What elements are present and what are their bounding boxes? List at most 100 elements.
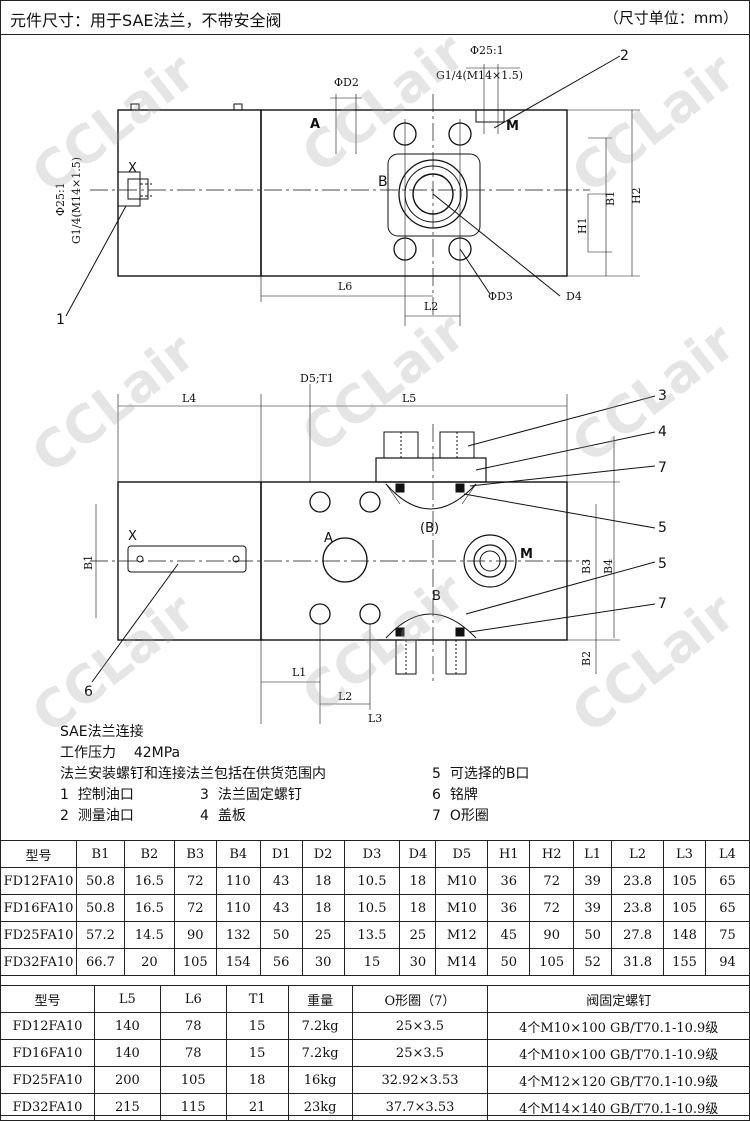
- table-header-cell: T1: [225, 985, 289, 1013]
- table-header-cell: 阀固定螺钉: [487, 985, 750, 1013]
- table-cell: 36: [487, 894, 531, 922]
- table-cell: FD25FA10: [0, 1066, 95, 1094]
- legend-item-6: 6 铭牌: [432, 785, 529, 806]
- label-X: X: [128, 161, 137, 176]
- table-cell: 18: [225, 1066, 289, 1094]
- legend-text: 铭牌: [449, 787, 478, 803]
- label-L1: L1: [292, 666, 306, 679]
- label-H1: H1: [576, 217, 589, 234]
- legend-middle: 3 法兰固定螺钉 4 盖板: [200, 785, 302, 827]
- label-L4: L4: [182, 392, 196, 405]
- table-header-cell: L4: [704, 840, 750, 868]
- legend-text: 4: [200, 808, 209, 824]
- table-cell: 23.8: [611, 894, 665, 922]
- table-cell: 10.5: [343, 894, 401, 922]
- table-cell: 18: [301, 867, 345, 895]
- label-X-bottom: X: [128, 529, 137, 544]
- table-cell: 4个M10×100 GB/T70.1-10.9级: [487, 1039, 750, 1067]
- legend-text: 1: [60, 787, 69, 803]
- label-D5T1: D5;T1: [300, 372, 334, 385]
- table-cell: 105: [663, 867, 706, 895]
- label-phiD3: ΦD3: [488, 290, 513, 303]
- legend-text: 3: [200, 787, 209, 803]
- table-cell: 18: [399, 894, 437, 922]
- legend-item-1: 1 控制油口: [60, 785, 326, 806]
- table-cell: 72: [173, 894, 217, 922]
- table-cell: 32.92×3.53: [351, 1066, 489, 1094]
- label-B3: B3: [580, 559, 593, 574]
- legend-text: 盖板: [217, 808, 246, 824]
- table-cell: 7.2kg: [287, 1012, 353, 1040]
- table-header-cell: B2: [123, 840, 175, 868]
- label-A-bottom: A: [324, 531, 333, 546]
- note-connection: SAE法兰连接: [60, 724, 144, 740]
- table-cell: 36: [487, 867, 531, 895]
- table-cell: 72: [529, 867, 575, 895]
- table-cell: 10.5: [343, 867, 401, 895]
- table-cell: 25: [399, 921, 437, 949]
- unit-note: （尺寸单位：mm）: [603, 9, 738, 27]
- table-header-cell: D5: [435, 840, 489, 868]
- table-cell: 155: [663, 948, 706, 976]
- table-header-cell: 型号: [0, 985, 95, 1013]
- label-phi25-left: Φ25:1: [54, 182, 67, 216]
- table-cell: 15: [225, 1012, 289, 1040]
- label-H2: H2: [630, 187, 643, 204]
- page-title: 元件尺寸：用于SAE法兰，不带安全阀: [10, 11, 282, 30]
- table-cell: 43: [259, 894, 303, 922]
- table-cell: 90: [529, 921, 575, 949]
- table-cell: 50: [259, 921, 303, 949]
- table-cell: 13.5: [343, 921, 401, 949]
- table-cell: 25×3.5: [351, 1039, 489, 1067]
- note-pressure: 工作压力 42MPa: [60, 743, 326, 764]
- bottom-view: [90, 384, 656, 724]
- label-phiD2: ΦD2: [334, 76, 359, 89]
- legend-item-2: 2 测量油口: [60, 806, 326, 827]
- table-cell: 50: [487, 948, 531, 976]
- label-phi25: Φ25:1: [470, 44, 504, 57]
- legend-text: 5: [432, 766, 441, 782]
- legend-text: 2: [60, 808, 69, 824]
- table-cell: 56: [259, 948, 303, 976]
- table-header-cell: D1: [259, 840, 303, 868]
- table-cell: 50.8: [75, 894, 125, 922]
- table-cell: 72: [529, 894, 575, 922]
- top-view-labels: Φ25:1 G1/4(M14×1.5) ΦD2 A M B X Φ25:1 G1…: [54, 44, 643, 328]
- table-cell: M14: [435, 948, 489, 976]
- legend-item-3: 3 法兰固定螺钉: [200, 785, 302, 806]
- callout-2: 2: [620, 48, 629, 64]
- legend-text: 7: [432, 808, 441, 824]
- table-header-cell: 型号: [0, 840, 77, 868]
- table-cell: 57.2: [75, 921, 125, 949]
- table-cell: 140: [93, 1012, 161, 1040]
- page-header: 元件尺寸：用于SAE法兰，不带安全阀 （尺寸单位：mm）: [0, 0, 750, 35]
- table-cell: 14.5: [123, 921, 175, 949]
- table-cell: 50: [573, 921, 613, 949]
- legend-item-4: 4 盖板: [200, 806, 302, 827]
- table-cell: 16kg: [287, 1066, 353, 1094]
- table-cell: 4个M12×120 GB/T70.1-10.9级: [487, 1066, 750, 1094]
- table-cell: 27.8: [611, 921, 665, 949]
- callout-7b: 7: [658, 596, 667, 612]
- legend-text: 测量油口: [77, 808, 134, 824]
- table-cell: 132: [215, 921, 261, 949]
- table-cell: 154: [215, 948, 261, 976]
- table-header-cell: L6: [159, 985, 227, 1013]
- table-cell: 25: [301, 921, 345, 949]
- table-cell: 72: [173, 867, 217, 895]
- note-supply: 法兰安装螺钉和连接法兰包括在供货范围内: [60, 766, 326, 782]
- label-g14: G1/4(M14×1.5): [436, 69, 523, 82]
- table-cell: 115: [159, 1093, 227, 1121]
- legend-text: O形圈: [449, 808, 489, 824]
- table-cell: 39: [573, 867, 613, 895]
- label-B2: B2: [580, 651, 593, 666]
- table-cell: 65: [704, 867, 750, 895]
- label-B1-bottom: B1: [82, 555, 95, 570]
- legend-text: 6: [432, 787, 441, 803]
